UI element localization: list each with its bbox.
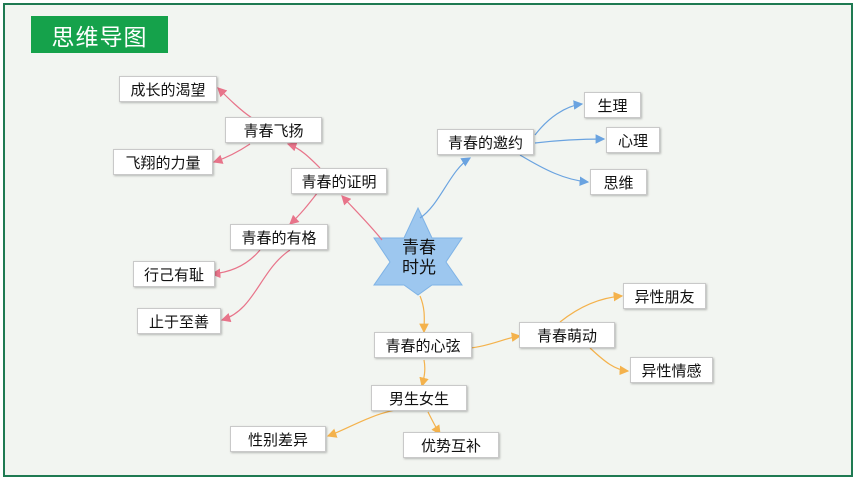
center-line-1: 青春: [402, 238, 436, 258]
node-youth-budding[interactable]: 青春萌动: [519, 322, 615, 348]
link-budding-to-emotion: [589, 347, 630, 376]
node-youth-invitation[interactable]: 青春的邀约: [437, 129, 534, 155]
link-invite-to-body: [534, 100, 584, 136]
node-desire-to-grow[interactable]: 成长的渴望: [119, 76, 217, 102]
link-strings-to-budding: [469, 332, 522, 349]
link-gender-to-complement: [427, 411, 441, 435]
center-line-2: 时光: [402, 258, 436, 278]
link-strings-to-gender: [419, 359, 429, 388]
link-center-to-strings: [419, 295, 429, 334]
link-grade-to-goodness: [220, 249, 291, 323]
link-flying-to-desire: [217, 87, 253, 119]
header-title: 思维导图: [31, 16, 168, 53]
node-gender-difference[interactable]: 性别差异: [230, 426, 326, 452]
node-physiology[interactable]: 生理: [584, 92, 641, 118]
node-proof-of-youth[interactable]: 青春的证明: [291, 168, 387, 194]
center-node[interactable]: 青春 时光: [384, 236, 454, 280]
link-budding-to-friend: [559, 291, 624, 323]
node-supreme-goodness[interactable]: 止于至善: [137, 308, 221, 334]
node-thinking[interactable]: 思维: [590, 169, 647, 195]
link-flying-to-power: [212, 143, 251, 164]
node-complementary-strengths[interactable]: 优势互补: [403, 432, 499, 458]
link-proof-to-grade: [289, 191, 319, 225]
node-opposite-sex-friend[interactable]: 异性朋友: [623, 283, 706, 309]
node-boys-and-girls[interactable]: 男生女生: [371, 385, 467, 411]
node-power-to-fly[interactable]: 飞翔的力量: [113, 149, 213, 175]
node-youth-flying[interactable]: 青春飞扬: [225, 117, 322, 143]
node-heartstrings[interactable]: 青春的心弦: [374, 332, 472, 358]
node-youth-character[interactable]: 青春的有格: [230, 224, 328, 250]
node-psychology[interactable]: 心理: [606, 127, 660, 153]
center-star-shape: [373, 206, 463, 296]
link-proof-to-flying: [286, 142, 321, 169]
link-grade-to-shame: [210, 249, 261, 279]
link-center-to-proof: [341, 195, 383, 241]
link-center-to-invite: [419, 157, 472, 219]
node-opposite-sex-emotion[interactable]: 异性情感: [630, 357, 713, 383]
node-sense-of-shame[interactable]: 行己有耻: [133, 261, 215, 287]
link-gender-to-diff: [326, 409, 396, 438]
link-invite-to-mind: [534, 134, 606, 144]
link-invite-to-thought: [519, 154, 590, 187]
